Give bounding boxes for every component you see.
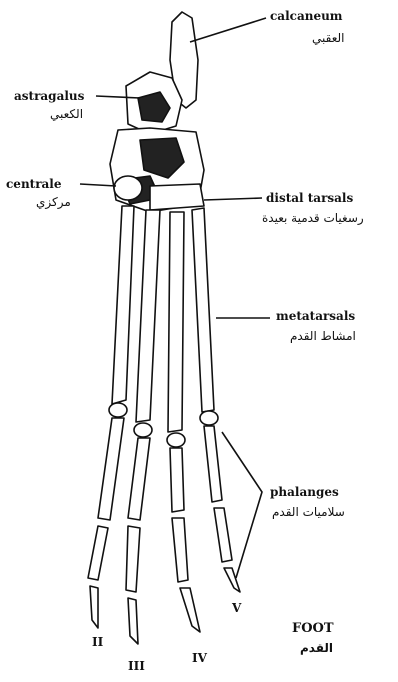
metatarsal-V xyxy=(192,208,214,412)
foot-title: FOOT xyxy=(292,622,334,635)
joint-V-1 xyxy=(200,411,218,425)
phalanges-label: phalanges xyxy=(270,486,339,498)
phalanx-V-1 xyxy=(204,426,222,502)
phalanx-III-3 xyxy=(128,598,138,644)
phalanx-II-2 xyxy=(88,526,108,580)
digit-IV-label: IV xyxy=(192,652,207,664)
phalanx-III-1 xyxy=(128,438,150,520)
calcaneum-leader xyxy=(190,18,266,42)
phalanx-IV-3 xyxy=(180,588,200,632)
phalanx-II-1 xyxy=(98,418,124,520)
phalanges-label-ar: سلاميات القدم xyxy=(272,506,345,518)
distal-tarsals-leader xyxy=(204,198,262,200)
metatarsal-IV xyxy=(168,212,184,432)
distal-tarsals-label-ar: رسغيات قدمية بعيدة xyxy=(262,212,364,224)
calcaneum-label: calcaneum xyxy=(270,10,343,22)
foot-title-ar: القدم xyxy=(300,642,333,654)
joint-II-1 xyxy=(109,403,127,417)
phalanx-II-3 xyxy=(90,586,98,628)
centrale-bone xyxy=(114,176,142,200)
phalanx-III-2 xyxy=(126,526,140,592)
joint-IV-1 xyxy=(167,433,185,447)
digit-V-label: V xyxy=(232,602,241,614)
centrale-leader xyxy=(80,184,116,186)
metatarsals-label: metatarsals xyxy=(276,310,355,322)
digit-III-label: III xyxy=(128,660,145,672)
distal-tarsals-label: distal tarsals xyxy=(266,192,353,204)
metatarsal-III xyxy=(136,210,160,422)
metatarsal-II xyxy=(112,206,134,404)
phalanx-IV-1 xyxy=(170,448,184,512)
metatarsals-label-ar: امشاط القدم xyxy=(290,330,356,342)
joint-III-1 xyxy=(134,423,152,437)
phalanx-IV-2 xyxy=(172,518,188,582)
astragalus-label: astragalus xyxy=(14,90,84,102)
distal-tarsal-bone xyxy=(150,184,204,210)
centrale-label: centrale xyxy=(6,178,62,190)
digit-II-label: II xyxy=(92,636,103,648)
calcaneum-label-ar: العقبي xyxy=(312,32,344,44)
centrale-label-ar: مركزي xyxy=(36,196,71,208)
phalanx-V-2 xyxy=(214,508,232,562)
astragalus-label-ar: الكعبي xyxy=(50,108,83,120)
